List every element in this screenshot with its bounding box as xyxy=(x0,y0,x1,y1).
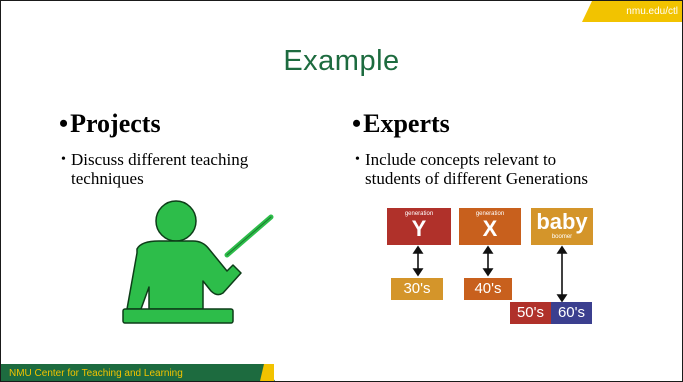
footer-accent xyxy=(260,364,274,381)
right-heading-text: Experts xyxy=(363,109,450,138)
generation-y-box: generation Y xyxy=(387,208,451,245)
url-text: nmu.edu/ctl xyxy=(626,6,678,17)
bullet-icon: • xyxy=(61,152,66,167)
boomer-label: boomer xyxy=(551,234,573,240)
url-tag: nmu.edu/ctl xyxy=(582,1,682,22)
generation-x-box: generation X xyxy=(459,208,521,245)
decade-40s: 40's xyxy=(464,278,512,300)
left-text-line2: techniques xyxy=(71,169,144,188)
generation-x-label: X xyxy=(482,216,498,241)
generation-x-small: generation xyxy=(475,211,505,217)
left-sub-bullet: • Discuss different teaching techniques xyxy=(61,150,249,188)
double-arrow-icons xyxy=(412,245,568,303)
generation-y-small: generation xyxy=(404,211,434,217)
left-heading-text: Projects xyxy=(70,109,161,138)
baby-label: baby xyxy=(536,209,588,234)
bullet-icon: • xyxy=(355,152,360,167)
slide-title: Example xyxy=(283,45,400,77)
decade-30s: 30's xyxy=(391,278,443,300)
right-sub-bullet: • Include concepts relevant to students … xyxy=(355,150,588,188)
decade-50s: 50's xyxy=(510,302,551,324)
left-text-line1: Discuss different teaching xyxy=(71,150,249,169)
footer-text: NMU Center for Teaching and Learning xyxy=(9,368,183,379)
right-text-line1: Include concepts relevant to xyxy=(365,150,557,169)
bullet-icon: • xyxy=(352,109,362,138)
baby-boomer-box: baby boomer xyxy=(531,208,593,245)
footer-bar xyxy=(1,364,275,381)
generation-y-label: Y xyxy=(411,216,427,241)
left-heading: •Projects xyxy=(59,109,161,139)
generations-graphic: generation Y generation X baby boomer xyxy=(381,201,601,331)
teacher-icon xyxy=(122,200,274,324)
right-heading: •Experts xyxy=(352,109,450,139)
right-text-line2: students of different Generations xyxy=(365,169,588,188)
decade-60s: 60's xyxy=(551,302,592,324)
bullet-icon: • xyxy=(59,109,69,138)
